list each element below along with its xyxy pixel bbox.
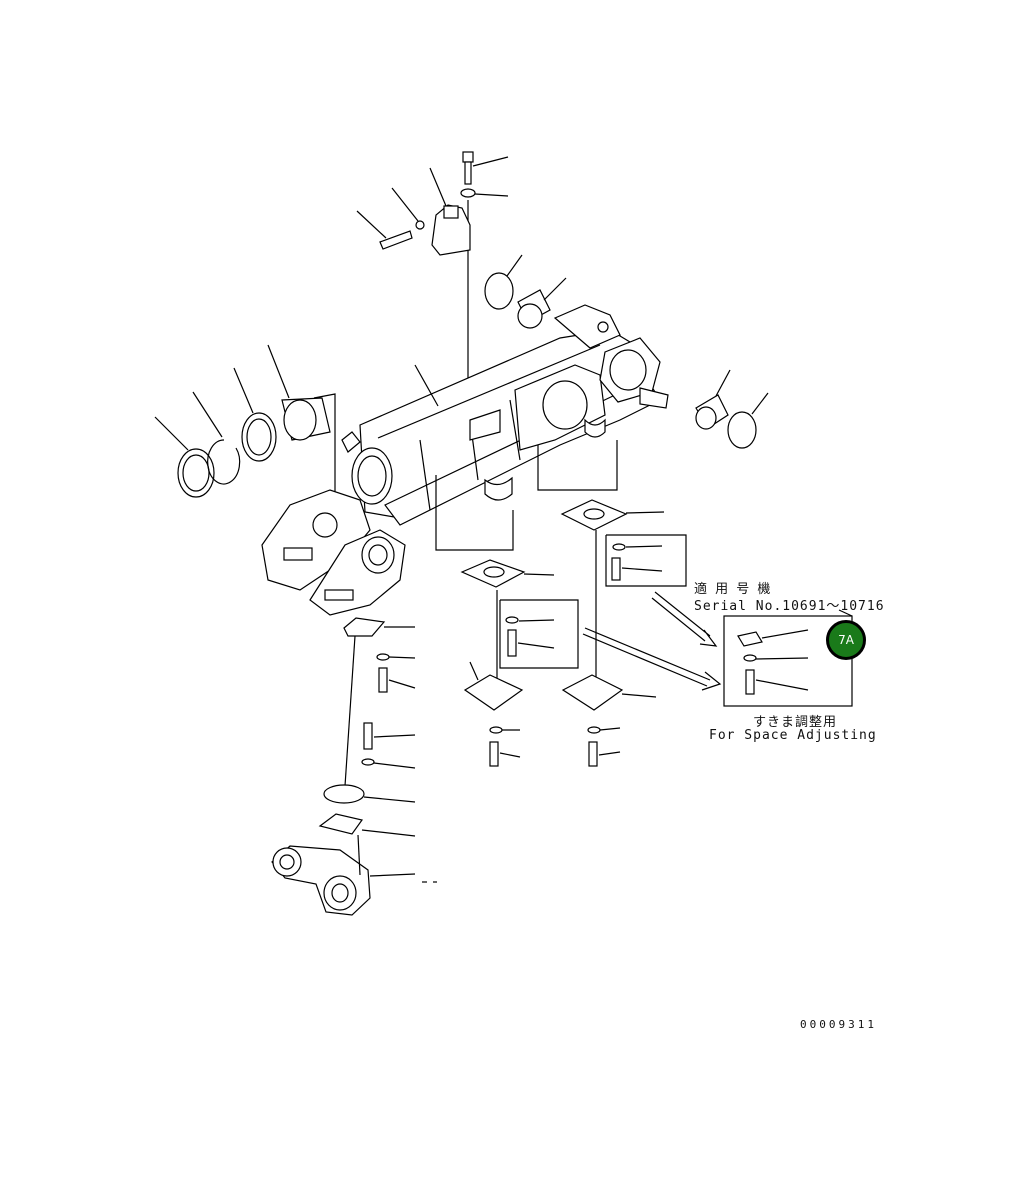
callout-badge-7a[interactable]: 7A xyxy=(826,620,866,660)
track-frame-body xyxy=(359,304,669,526)
drawing-number: 00009311 xyxy=(800,1018,877,1031)
bracket-group xyxy=(356,167,471,256)
space-adjusting-label-jp: すきま調整用 xyxy=(753,715,838,730)
right-bushing-group xyxy=(484,254,769,449)
applicable-serial-label-en: Serial No.10691～10716 xyxy=(694,599,885,614)
space-adjusting-box xyxy=(582,591,853,707)
applicable-serial-label-jp: 適 用 号 機 xyxy=(694,582,773,597)
bottom-yoke-group xyxy=(271,813,416,916)
left-seal-group xyxy=(154,344,336,500)
lower-cover-group xyxy=(323,617,657,804)
space-adjusting-label-en: For Space Adjusting xyxy=(709,728,877,743)
center-bracket-frames xyxy=(435,440,687,680)
left-sprocket-case xyxy=(261,431,406,616)
